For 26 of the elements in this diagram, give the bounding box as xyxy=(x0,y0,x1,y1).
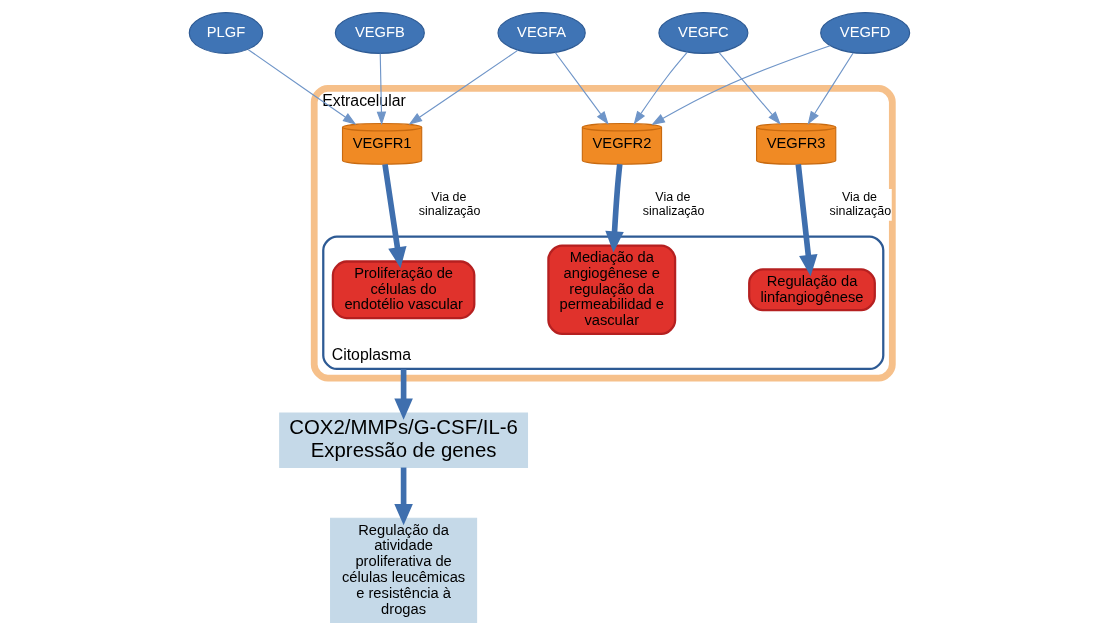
arrow xyxy=(605,164,624,253)
arrow xyxy=(376,52,387,126)
edge-label: Via de sinalização xyxy=(829,190,892,218)
node-box: Proliferação de células do endotélio vascular xyxy=(331,260,476,320)
node-box: Mediação da angiogênese e regulação da permeabilidad e vascular xyxy=(547,244,677,336)
node-ellipse: VEGFA xyxy=(497,12,586,54)
arrow xyxy=(408,49,519,125)
arrow xyxy=(718,51,781,125)
node-box: COX2/MMPs/G-CSF/IL-6 Expressão de genes xyxy=(279,412,529,468)
node-ellipse: PLGF xyxy=(188,12,264,54)
edge-label: Via de sinalização xyxy=(642,190,705,218)
arrow xyxy=(394,369,413,420)
node-box: Regulação da linfangiogênese xyxy=(748,268,876,312)
arrow xyxy=(247,48,357,125)
arrow xyxy=(394,467,413,526)
edge-label: Via de sinalização xyxy=(418,190,481,218)
node-box: Regulação da atividade proliferativa de células leucêmicas e resistência à drogas xyxy=(330,517,478,623)
node-ellipse: VEGFC xyxy=(658,12,749,54)
arrow xyxy=(795,164,818,277)
arrow xyxy=(633,51,688,125)
arrow xyxy=(807,52,854,125)
arrow xyxy=(651,45,831,125)
node-ellipse: VEGFD xyxy=(820,12,911,54)
arrow xyxy=(554,51,609,125)
node-ellipse: VEGFB xyxy=(334,12,425,54)
arrow xyxy=(382,163,407,269)
